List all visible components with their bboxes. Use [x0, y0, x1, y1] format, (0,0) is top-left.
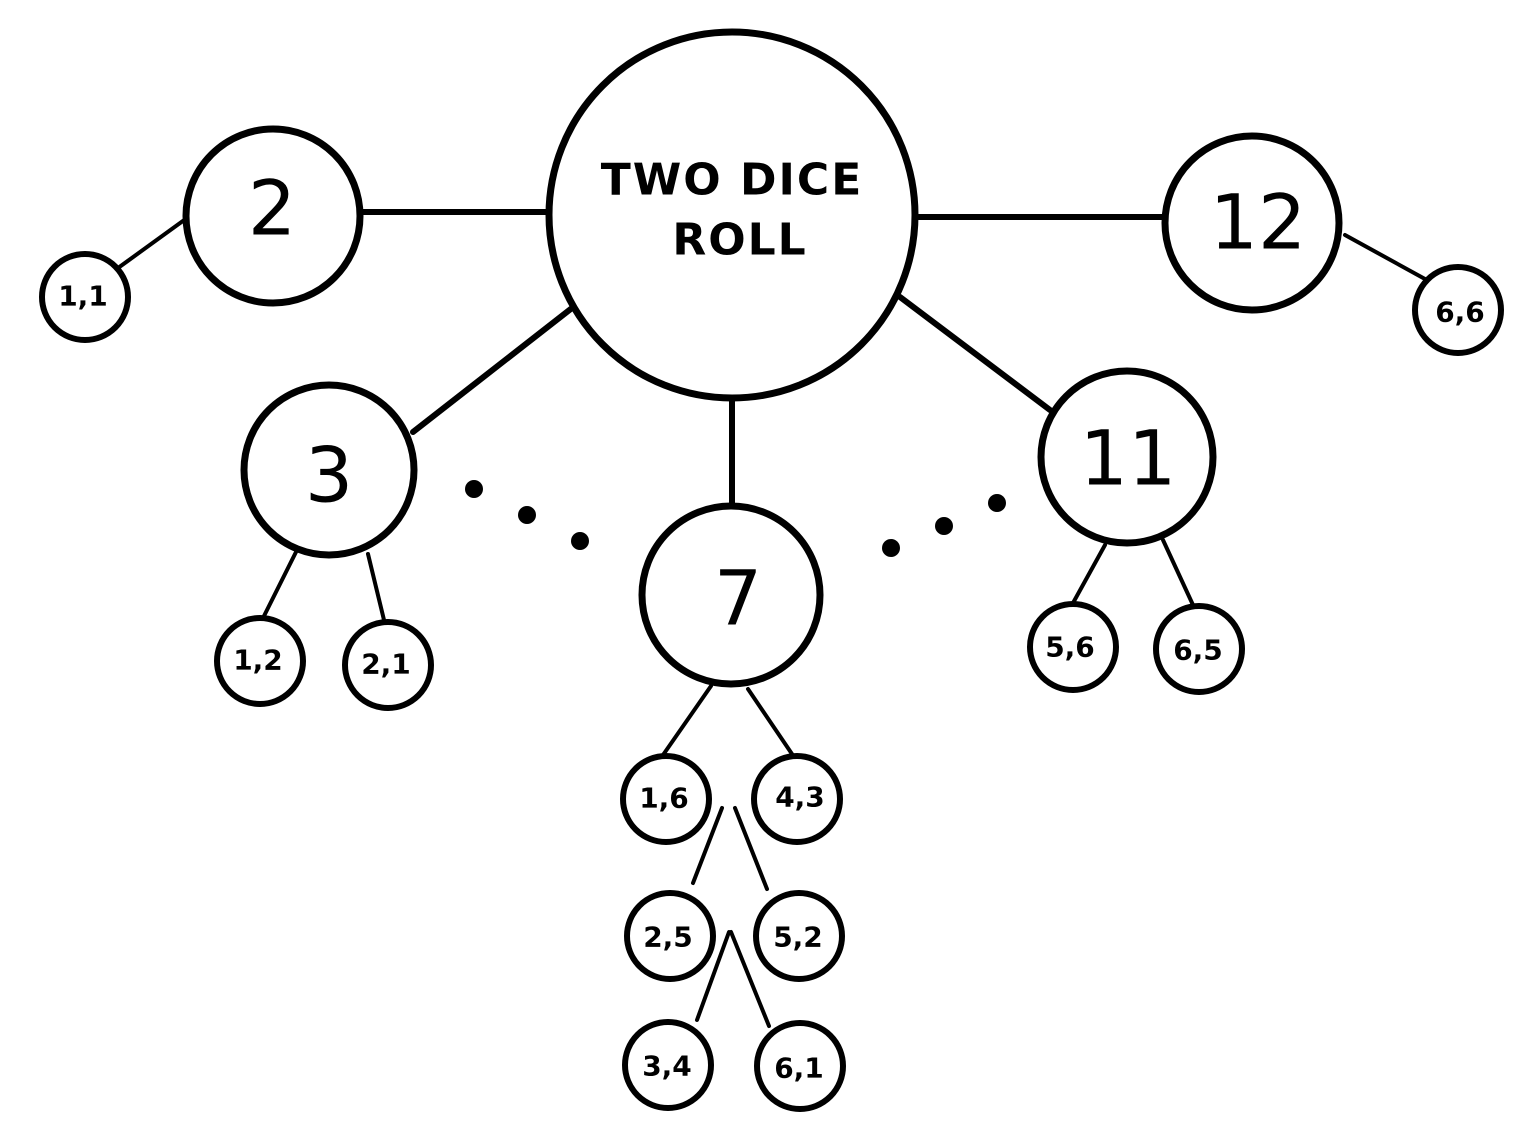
sum-node-7: 7 [638, 502, 824, 688]
pair-node-2-5: 2,5 [624, 890, 716, 982]
pair-label: 6,6 [1435, 296, 1485, 329]
edge-root-11 [897, 294, 1053, 413]
edge-root-3 [410, 305, 575, 435]
pair-label: 6,1 [774, 1052, 824, 1085]
sum-label: 7 [714, 554, 762, 643]
sum-node-12: 12 [1161, 132, 1343, 314]
root-label-line1: TWO DICE [601, 155, 864, 206]
sum-node-11: 11 [1037, 367, 1217, 547]
edge-11-56 [1071, 543, 1107, 605]
pair-label: 1,2 [233, 644, 283, 677]
ellipsis-dot [518, 506, 536, 524]
ellipsis-dot [935, 517, 953, 535]
edge-2-11 [116, 216, 189, 270]
edge-7-16 [661, 684, 713, 757]
pair-label: 5,6 [1045, 631, 1095, 664]
sum-label: 12 [1210, 178, 1307, 267]
edge-25-34 [695, 930, 731, 1022]
pair-circle [622, 1019, 714, 1111]
ellipsis-dot [571, 532, 589, 550]
sum-circle [182, 125, 364, 307]
root-label-line2: ROLL [672, 215, 807, 266]
pair-node-5-2: 5,2 [753, 890, 845, 982]
sum-circle [1037, 367, 1217, 547]
root-node: TWO DICE ROLL [545, 28, 919, 402]
pair-circle [342, 619, 434, 711]
pair-node-6-6: 6,6 [1412, 264, 1504, 356]
pair-node-2-1: 2,1 [342, 619, 434, 711]
ellipsis-dot [882, 539, 900, 557]
pair-circle [624, 890, 716, 982]
edge-3-21 [366, 552, 386, 622]
edges [116, 209, 1427, 1028]
pair-label: 5,2 [773, 921, 823, 954]
pair-circle [754, 1020, 846, 1112]
pair-label: 6,5 [1173, 634, 1223, 667]
pair-label: 1,6 [639, 782, 689, 815]
pair-circle [753, 890, 845, 982]
pair-circle [1412, 264, 1504, 356]
ellipsis-dot [465, 480, 483, 498]
edge-25-61 [729, 930, 771, 1028]
ellipsis-left [465, 480, 589, 550]
pair-node-6-1: 6,1 [754, 1020, 846, 1112]
pair-circle [1027, 601, 1119, 693]
pair-label: 1,1 [58, 280, 108, 313]
ellipsis-dot [988, 494, 1006, 512]
pair-circle [214, 615, 306, 707]
root-circle [545, 28, 919, 402]
sum-node-2: 2 [182, 125, 364, 307]
pair-label: 2,5 [643, 921, 693, 954]
sum-circle [638, 502, 824, 688]
pair-node-1-1: 1,1 [39, 251, 131, 343]
sum-label: 2 [248, 164, 296, 253]
sum-node-3: 3 [240, 381, 418, 559]
edge-16-25 [691, 806, 724, 885]
pair-node-5-6: 5,6 [1027, 601, 1119, 693]
pair-circle [39, 251, 131, 343]
pair-node-3-4: 3,4 [622, 1019, 714, 1111]
pair-node-6-5: 6,5 [1153, 603, 1245, 695]
sum-circle [240, 381, 418, 559]
edge-3-12 [262, 550, 298, 618]
sum-circle [1161, 132, 1343, 314]
pair-label: 3,4 [642, 1050, 692, 1083]
pair-label: 4,3 [775, 781, 825, 814]
pair-node-1-6: 1,6 [620, 753, 712, 845]
pair-circle [1153, 603, 1245, 695]
sum-label: 3 [305, 431, 353, 520]
edge-7-43 [746, 687, 794, 756]
pair-node-4-3: 4,3 [751, 753, 843, 845]
pair-node-1-2: 1,2 [214, 615, 306, 707]
edge-16-52 [733, 806, 769, 891]
sum-label: 11 [1080, 414, 1177, 503]
ellipsis-right [882, 494, 1006, 557]
pair-circle [751, 753, 843, 845]
pair-circle [620, 753, 712, 845]
edge-12-66 [1343, 233, 1427, 281]
edge-11-65 [1161, 538, 1195, 607]
pair-label: 2,1 [361, 648, 411, 681]
